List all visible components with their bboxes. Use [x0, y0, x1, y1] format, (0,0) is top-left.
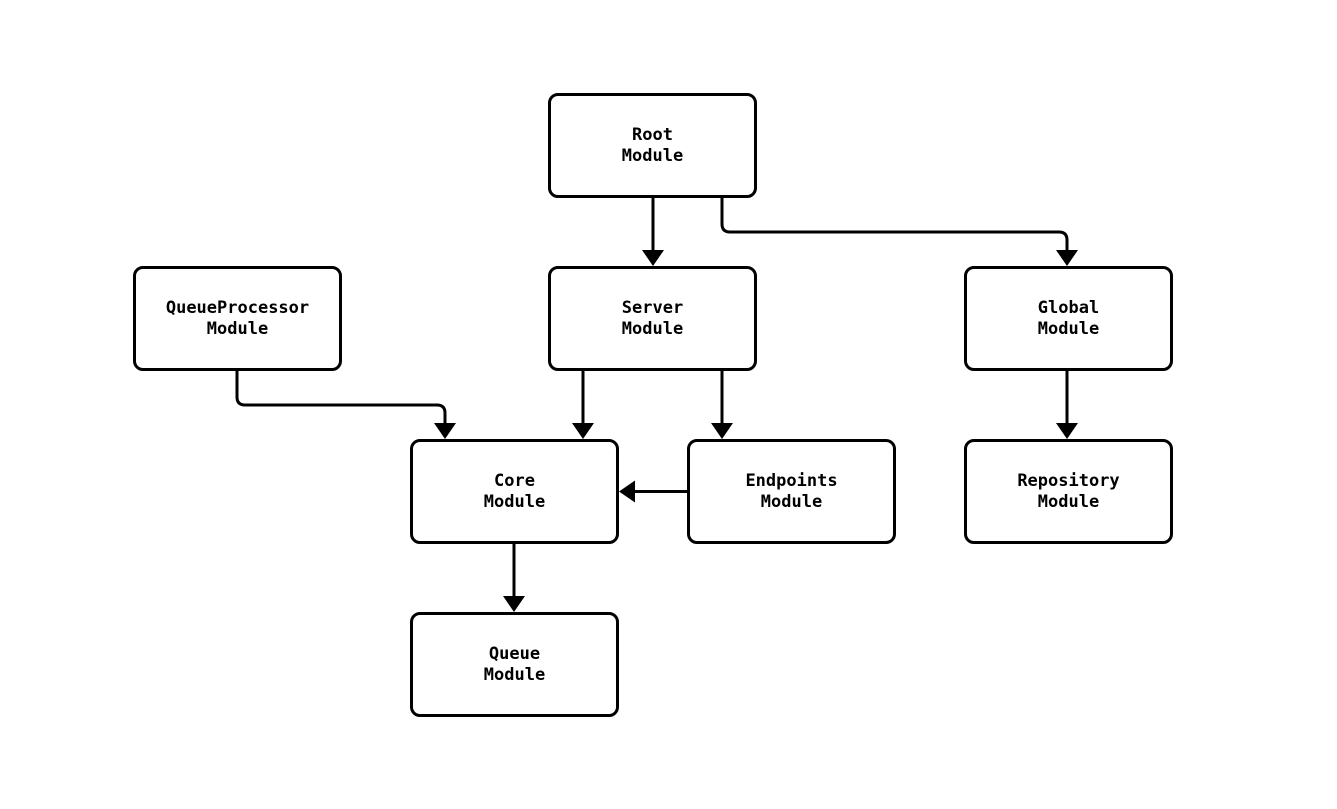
node-root-module: Root Module: [548, 93, 757, 198]
node-endpoints-module: Endpoints Module: [687, 439, 896, 544]
edge-server-to-endpoints: [711, 371, 733, 439]
edge-server-to-core: [572, 371, 594, 439]
edge-root-to-global: [720, 198, 1078, 266]
node-repository-module: Repository Module: [964, 439, 1173, 544]
node-endpoints-module-label: Endpoints Module: [745, 470, 838, 512]
node-queue-module: Queue Module: [410, 612, 619, 717]
node-server-module-label: Server Module: [621, 297, 684, 339]
edge-queueprocessor-to-core: [235, 371, 456, 439]
edge-root-to-server: [642, 198, 664, 266]
edge-endpoints-to-core: [619, 480, 687, 503]
node-core-module: Core Module: [410, 439, 619, 544]
node-core-module-label: Core Module: [483, 470, 546, 512]
node-global-module-label: Global Module: [1037, 297, 1100, 339]
edge-core-to-queue: [503, 544, 525, 612]
node-root-module-label: Root Module: [621, 124, 684, 166]
node-repository-module-label: Repository Module: [1017, 470, 1120, 512]
edge-global-to-repository: [1056, 371, 1078, 439]
node-queueprocessor-module-label: QueueProcessor Module: [165, 297, 310, 339]
node-global-module: Global Module: [964, 266, 1173, 371]
node-queueprocessor-module: QueueProcessor Module: [133, 266, 342, 371]
node-server-module: Server Module: [548, 266, 757, 371]
node-queue-module-label: Queue Module: [483, 643, 546, 685]
